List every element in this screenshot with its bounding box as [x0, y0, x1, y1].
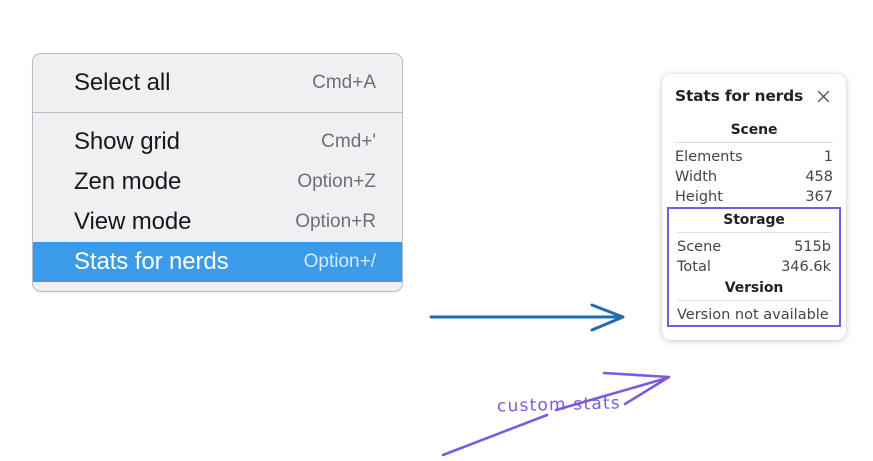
stats-for-nerds-panel: Stats for nerds Scene Elements 1 Width 4… [662, 74, 846, 340]
menu-item-shortcut: Cmd+A [312, 72, 376, 93]
stats-panel-title: Stats for nerds [675, 87, 804, 105]
stats-key: Width [675, 169, 718, 185]
menu-group-2: Show grid Cmd+' Zen mode Option+Z View m… [33, 112, 402, 291]
section-title-storage: Storage [723, 212, 785, 228]
close-icon[interactable] [815, 88, 832, 105]
purple-tail-stroke [441, 413, 549, 457]
section-divider [677, 300, 831, 301]
stats-key: Scene [677, 239, 722, 255]
stats-row-storage-total: Total 346.6k [677, 257, 831, 277]
stats-section-version: Version Version not available [677, 277, 831, 325]
stats-value: 346.6k [781, 259, 831, 275]
stats-row-elements: Elements 1 [675, 147, 833, 167]
menu-item-label: Show grid [74, 128, 180, 155]
blue-arrow-annotation [429, 303, 625, 332]
menu-item-select-all[interactable]: Select all Cmd+A [33, 63, 402, 103]
stats-value: 367 [805, 189, 833, 205]
menu-item-view-mode[interactable]: View mode Option+R [33, 202, 402, 242]
stats-value: 1 [823, 149, 833, 165]
stats-row-storage-scene: Scene 515b [677, 237, 831, 257]
stats-row-height: Height 367 [675, 187, 833, 207]
menu-item-shortcut: Option+R [295, 211, 376, 232]
stats-section-scene: Scene Elements 1 Width 458 Height 367 [662, 119, 846, 207]
context-menu[interactable]: Select all Cmd+A Show grid Cmd+' Zen mod… [32, 53, 403, 292]
menu-item-shortcut: Cmd+' [321, 131, 376, 152]
stats-key: Elements [675, 149, 743, 165]
menu-group-1: Select all Cmd+A [33, 54, 402, 112]
stats-value: 458 [805, 169, 833, 185]
stats-key: Total [677, 259, 711, 275]
section-title-scene: Scene [730, 122, 778, 138]
stats-value: 515b [794, 239, 831, 255]
stats-row-width: Width 458 [675, 167, 833, 187]
section-title-version: Version [724, 280, 784, 296]
custom-stats-highlight-box: Storage Scene 515b Total 346.6k Version … [667, 207, 841, 327]
stats-section-storage: Storage Scene 515b Total 346.6k [677, 209, 831, 277]
menu-item-shortcut: Option+/ [303, 251, 376, 272]
menu-item-label: View mode [74, 208, 192, 235]
menu-item-label: Zen mode [74, 168, 182, 195]
section-divider [675, 142, 833, 143]
version-not-available-text: Version not available [677, 307, 829, 323]
section-divider [677, 232, 831, 233]
menu-item-zen-mode[interactable]: Zen mode Option+Z [33, 162, 402, 202]
stats-key: Height [675, 189, 723, 205]
menu-item-stats-for-nerds[interactable]: Stats for nerds Option+/ [33, 242, 402, 282]
custom-stats-callout-label: custom stats [496, 393, 622, 417]
menu-item-label: Stats for nerds [74, 248, 229, 275]
menu-item-shortcut: Option+Z [297, 171, 376, 192]
menu-item-show-grid[interactable]: Show grid Cmd+' [33, 122, 402, 162]
menu-item-label: Select all [74, 69, 171, 96]
stats-panel-header: Stats for nerds [662, 87, 846, 105]
